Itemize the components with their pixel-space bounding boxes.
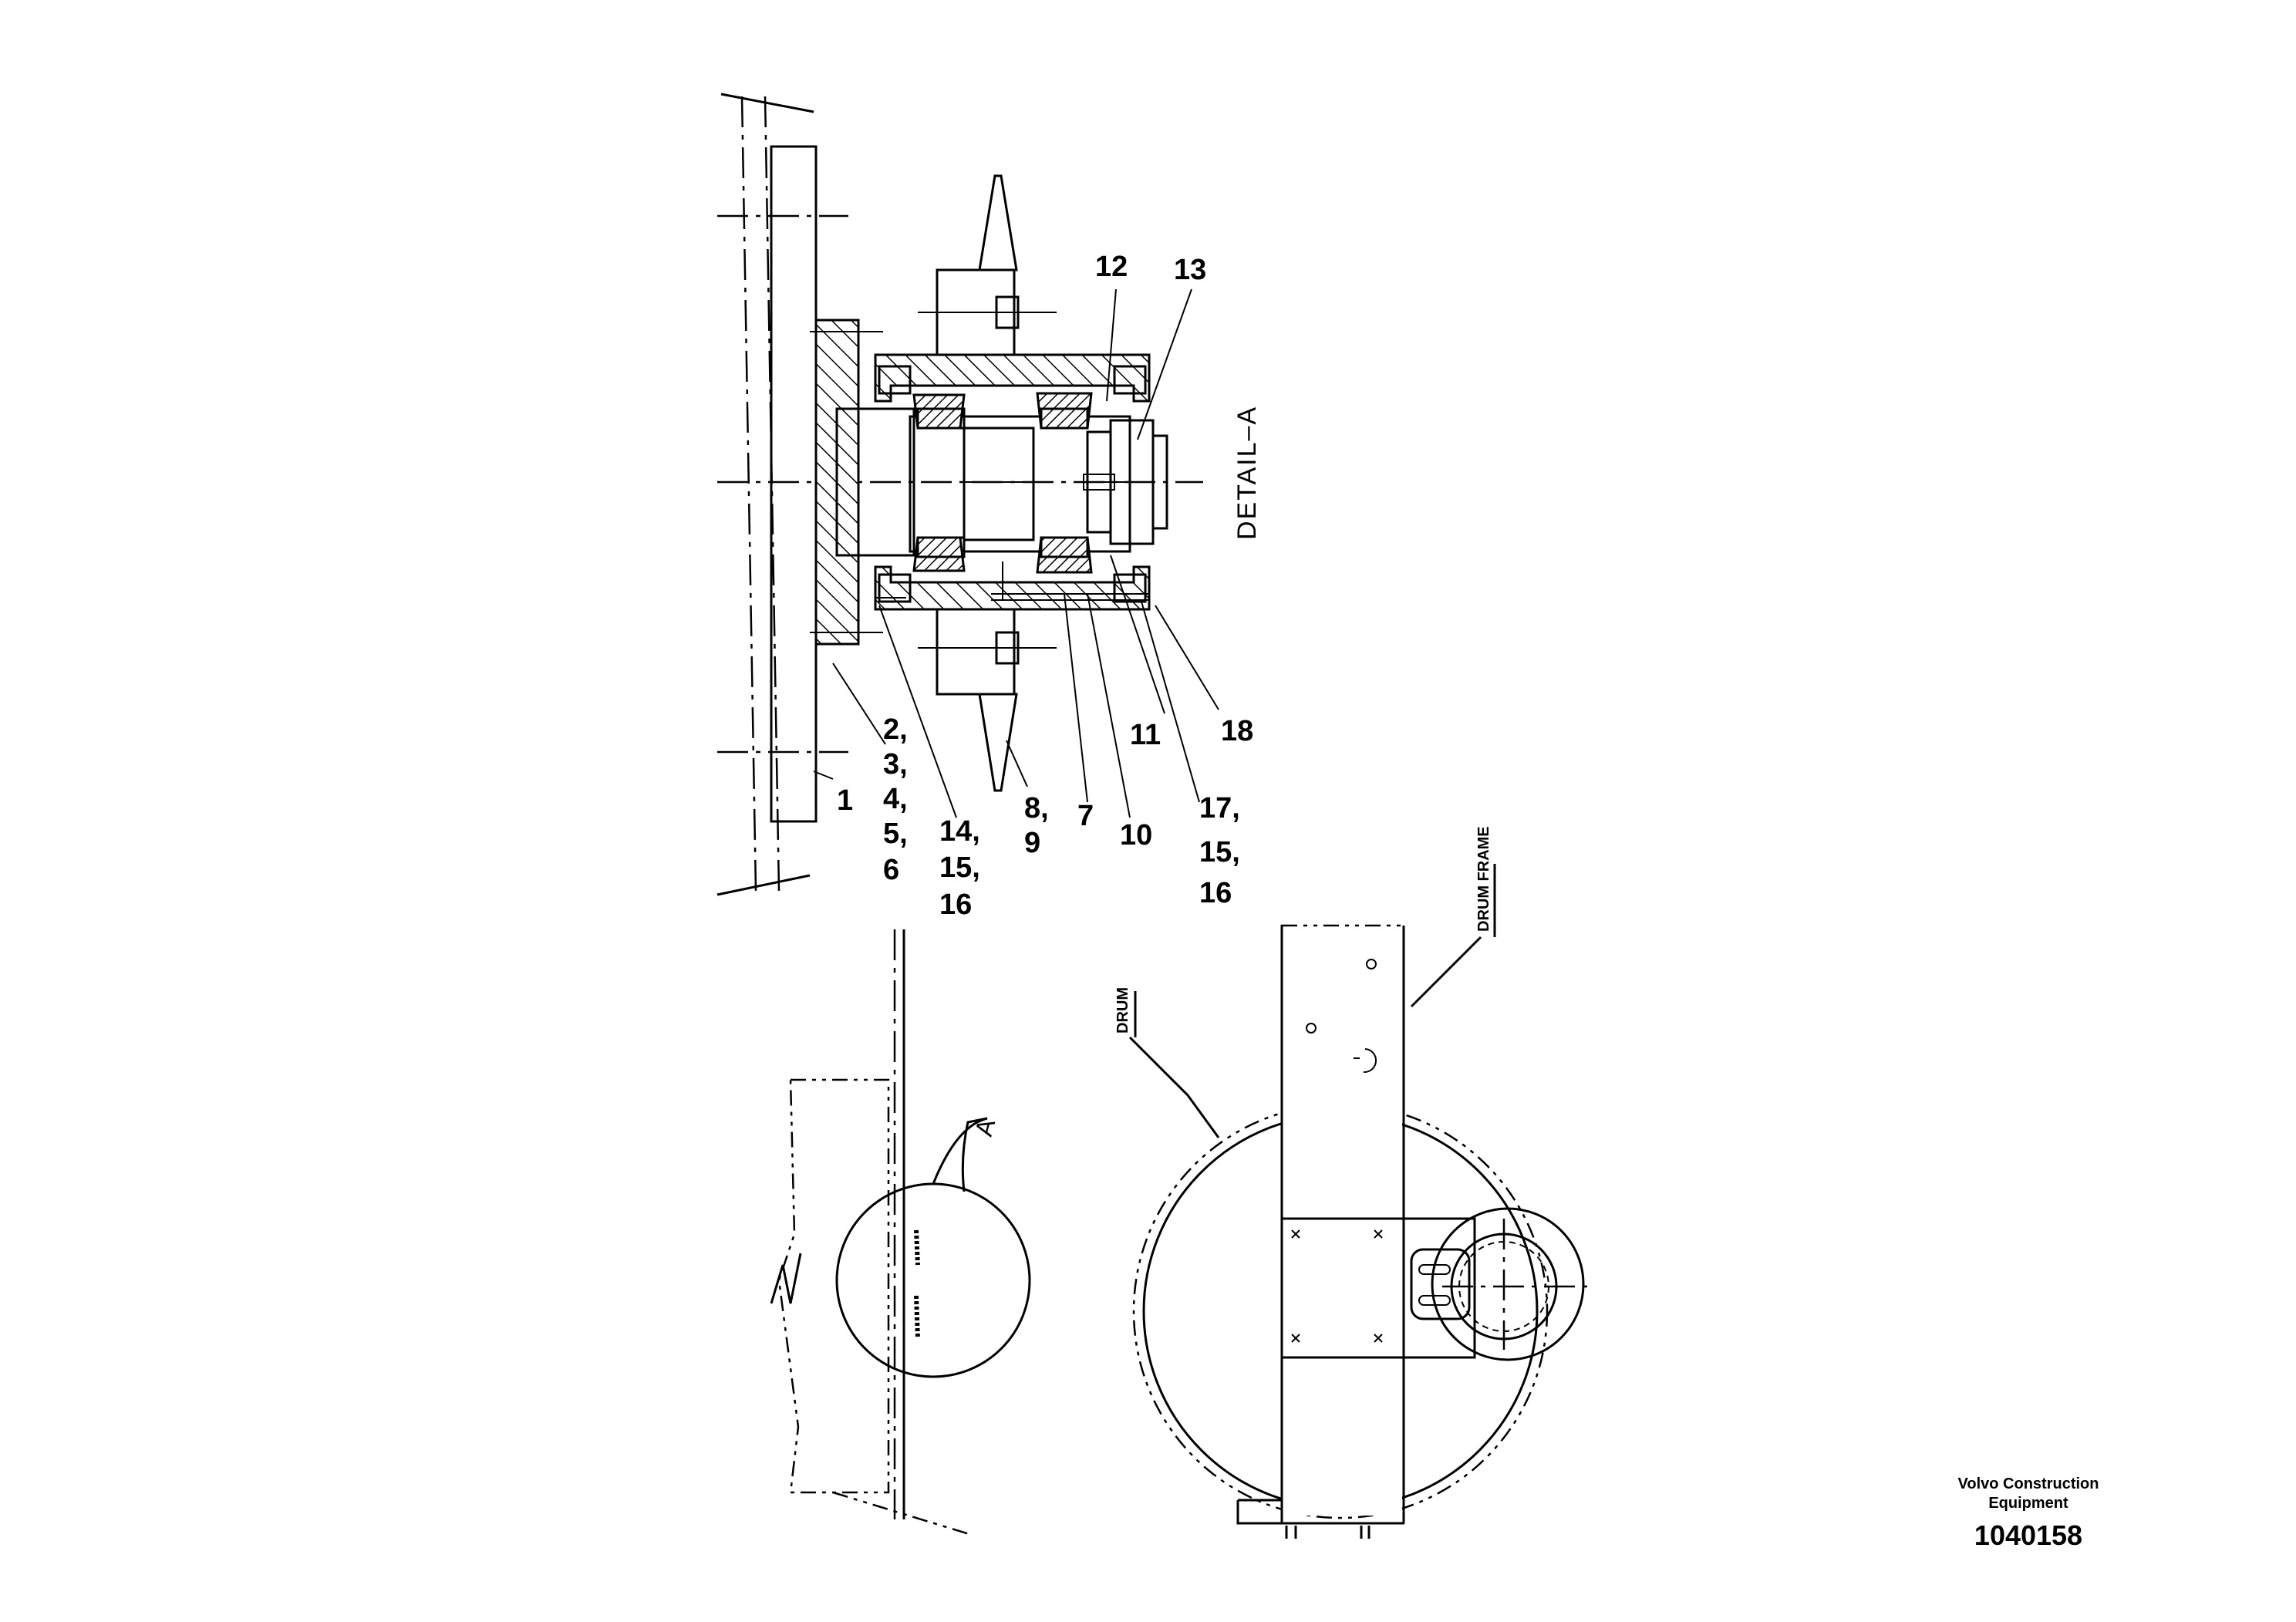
callout-10: 10 [1120, 819, 1152, 851]
callout-5: 5, [883, 818, 908, 850]
callout-17: 17, [1199, 792, 1240, 824]
detail-a-section-view [716, 93, 1219, 896]
callout-15-right: 15, [1199, 836, 1240, 868]
callout-18: 18 [1221, 715, 1253, 747]
drum-annotation: DRUM [1114, 987, 1131, 1034]
callout-7: 7 [1077, 800, 1094, 832]
callout-12: 12 [1095, 251, 1128, 283]
callout-16-right: 16 [1199, 877, 1232, 909]
callout-numbers: 12 13 1 2, 3, 4, 5, 6 14, 15, 16 8, 9 7 … [837, 251, 1253, 921]
callout-6: 6 [883, 854, 899, 886]
callout-2: 2, [883, 713, 908, 746]
drum-frame-annotation: DRUM FRAME [1475, 826, 1492, 932]
callout-13: 13 [1174, 254, 1206, 286]
brand-line-2: Equipment [1988, 1495, 2068, 1512]
brand-line-1: Volvo Construction [1958, 1475, 2099, 1492]
lower-left-overview: A [770, 929, 1031, 1536]
callout-8: 8, [1024, 792, 1049, 824]
section-marker-a: A [969, 1115, 1000, 1139]
callout-16-left: 16 [939, 889, 972, 921]
drawing-number: 1040158 [1974, 1519, 2082, 1551]
callout-11: 11 [1130, 719, 1161, 751]
callout-4: 4, [883, 783, 908, 815]
callout-9: 9 [1024, 827, 1040, 859]
drum-view [1128, 864, 1593, 1539]
callout-14: 14, [939, 815, 980, 848]
callout-3: 3, [883, 748, 908, 781]
detail-a-label: DETAIL–A [1232, 406, 1262, 540]
callout-15-left: 15, [939, 851, 980, 884]
callout-1: 1 [837, 784, 853, 817]
